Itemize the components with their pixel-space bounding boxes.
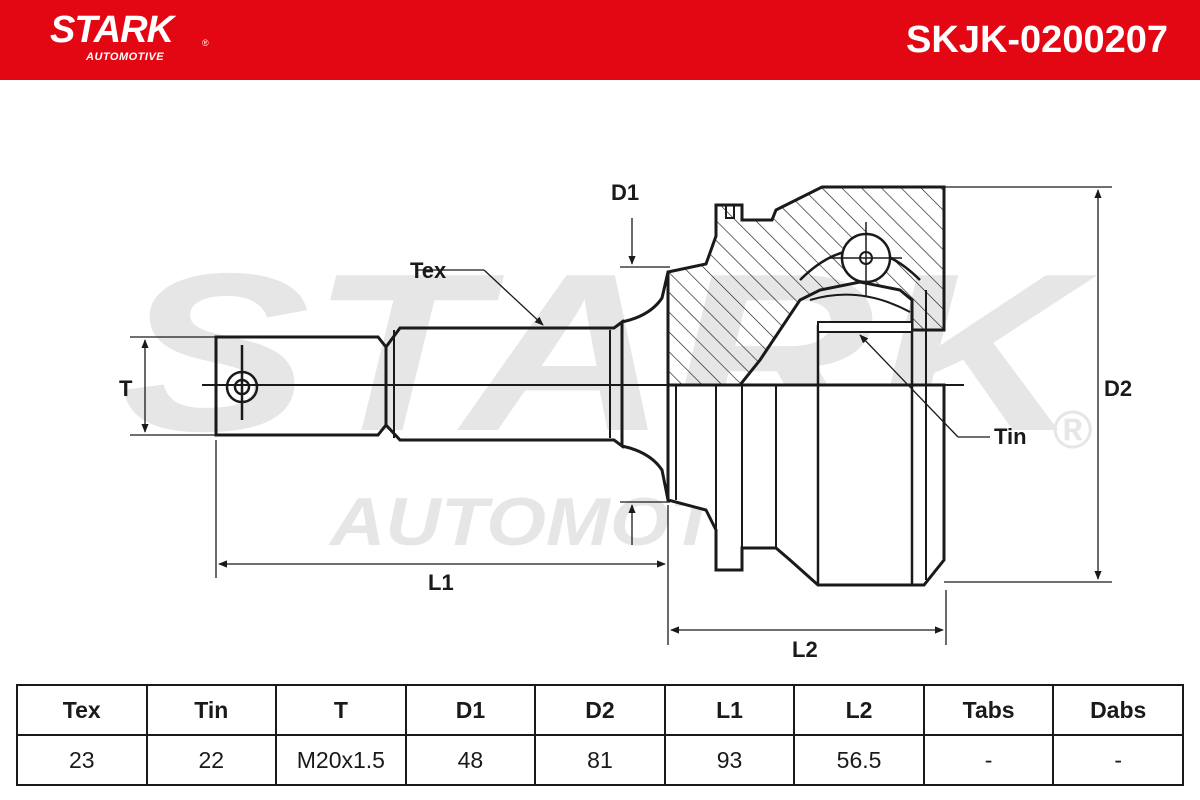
spec-header-tin: Tin — [145, 684, 278, 736]
spec-header-t: T — [275, 684, 407, 736]
spec-table: Tex Tin T D1 D2 L1 L2 Tabs Dabs 23 22 M2… — [16, 684, 1184, 786]
label-tex: Tex — [410, 258, 447, 283]
spec-value-l1: 93 — [663, 734, 796, 786]
spec-header-l1: L1 — [663, 684, 796, 736]
label-l2: L2 — [792, 637, 818, 662]
housing-lower — [666, 383, 946, 587]
technical-drawing: STARK AUTOMOTIVE ® — [119, 180, 1132, 662]
label-d2: D2 — [1104, 376, 1132, 401]
spec-value-tabs: - — [922, 734, 1055, 786]
part-number: SKJK-0200207 — [906, 19, 1168, 61]
label-tin: Tin — [994, 424, 1027, 449]
spec-value-tex: 23 — [16, 734, 148, 786]
spec-table-header-row: Tex Tin T D1 D2 L1 L2 Tabs Dabs — [16, 684, 1184, 736]
label-l1: L1 — [428, 570, 454, 595]
brand-logo: STARK AUTOMOTIVE ® — [50, 8, 209, 63]
spec-value-d2: 81 — [534, 734, 666, 786]
spec-header-d2: D2 — [534, 684, 666, 736]
label-d1: D1 — [611, 180, 639, 205]
brand-registered-mark: ® — [202, 38, 209, 48]
spec-value-t: M20x1.5 — [275, 734, 407, 786]
cotter-pin-hole — [225, 345, 259, 420]
spec-value-l2: 56.5 — [793, 734, 925, 786]
dimension-lines — [130, 186, 1112, 645]
dimension-labels: Tex Tin T D1 D2 L1 L2 — [119, 180, 1132, 662]
brand-subtitle: AUTOMOTIVE — [86, 51, 165, 63]
spec-header-l2: L2 — [793, 684, 925, 736]
spec-header-tex: Tex — [16, 684, 148, 736]
spec-value-tin: 22 — [145, 734, 278, 786]
label-t: T — [119, 376, 133, 401]
joint-housing — [666, 185, 946, 587]
spec-header-dabs: Dabs — [1052, 684, 1184, 736]
brand-name: STARK — [50, 9, 174, 51]
spec-value-dabs: - — [1052, 734, 1184, 786]
watermark-registered: ® — [1052, 400, 1092, 460]
shaft-neck — [621, 271, 670, 501]
spec-header-d1: D1 — [404, 684, 537, 736]
spec-header-tabs: Tabs — [922, 684, 1055, 736]
spec-value-d1: 48 — [404, 734, 537, 786]
header-bar: STARK AUTOMOTIVE ® SKJK-0200207 — [0, 0, 1200, 80]
spec-table-value-row: 23 22 M20x1.5 48 81 93 56.5 - - — [16, 734, 1184, 786]
